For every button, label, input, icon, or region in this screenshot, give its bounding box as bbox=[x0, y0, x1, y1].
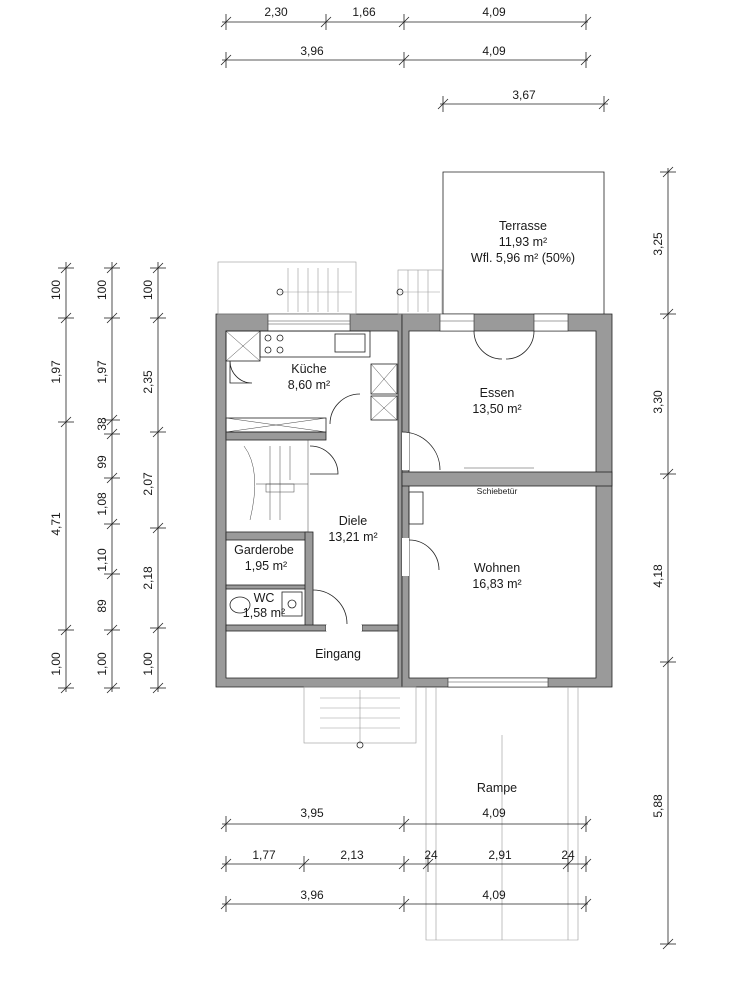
wohnen-cabinet bbox=[408, 491, 424, 525]
dim-left3-b: 2,35 bbox=[141, 370, 155, 394]
dim-left1-a: 100 bbox=[49, 280, 63, 300]
dim-top1-a: 2,30 bbox=[264, 5, 288, 19]
wohnen-area: 16,83 m² bbox=[472, 577, 521, 591]
dim-bottom1-b: 4,09 bbox=[482, 806, 506, 820]
dim-bottom2-c: 24 bbox=[424, 848, 438, 862]
wc-fixtures bbox=[229, 591, 303, 617]
dim-bottom1-a: 3,95 bbox=[300, 806, 324, 820]
dim-bottom2-a: 1,77 bbox=[252, 848, 276, 862]
dim-right-b: 3,30 bbox=[651, 390, 665, 414]
dim-bottom2-e: 24 bbox=[561, 848, 575, 862]
dim-bottom3-b: 4,09 bbox=[482, 888, 506, 902]
terrasse-name: Terrasse bbox=[499, 219, 547, 233]
essen-name: Essen bbox=[480, 386, 515, 400]
diele-area: 13,21 m² bbox=[328, 530, 377, 544]
room-labels: Terrasse 11,93 m² Wfl. 5,96 m² (50%) Küc… bbox=[234, 219, 575, 795]
windows bbox=[267, 313, 569, 688]
dim-top2-a: 3,96 bbox=[300, 44, 324, 58]
dim-right-a: 3,25 bbox=[651, 232, 665, 256]
dim-top1-c: 4,09 bbox=[482, 5, 506, 19]
dim-left2-h: 1,00 bbox=[95, 652, 109, 676]
schiebetuer-label: Schiebetür bbox=[477, 486, 518, 496]
dim-left2-d: 99 bbox=[95, 455, 109, 469]
terrasse-area: 11,93 m² bbox=[499, 235, 547, 249]
essen-area: 13,50 m² bbox=[472, 402, 521, 416]
ramp bbox=[425, 687, 579, 941]
wohnen-name: Wohnen bbox=[474, 561, 520, 575]
kueche-name: Küche bbox=[291, 362, 326, 376]
dim-left2-c: 38 bbox=[95, 417, 109, 431]
kitchen-fixtures bbox=[225, 330, 398, 433]
dim-left1-c: 1,00 bbox=[49, 652, 63, 676]
walls bbox=[215, 313, 613, 688]
garderobe-area: 1,95 m² bbox=[245, 559, 287, 573]
rampe-name: Rampe bbox=[477, 781, 517, 795]
entrance-steps bbox=[303, 686, 417, 749]
dim-top1-b: 1,66 bbox=[352, 5, 376, 19]
dim-left2-b: 1,97 bbox=[95, 360, 109, 384]
eingang-name: Eingang bbox=[315, 647, 361, 661]
dim-bottom2-d: 2,91 bbox=[488, 848, 512, 862]
internal-stair bbox=[225, 439, 309, 533]
wc-name: WC bbox=[254, 591, 275, 605]
dimension-ticks bbox=[58, 14, 676, 950]
dim-left2-e: 1,08 bbox=[95, 492, 109, 516]
dim-bottom2-b: 2,13 bbox=[340, 848, 364, 862]
dim-left2-a: 100 bbox=[95, 280, 109, 300]
terrasse-outline bbox=[217, 171, 605, 315]
dimension-labels: 2,30 1,66 4,09 3,96 4,09 3,67 3,95 4,09 … bbox=[49, 5, 665, 902]
dim-left3-e: 1,00 bbox=[141, 652, 155, 676]
dim-left3-d: 2,18 bbox=[141, 566, 155, 590]
dim-left1-outer: 1,97 bbox=[49, 360, 63, 384]
dim-bottom3-a: 3,96 bbox=[300, 888, 324, 902]
outside-stairs bbox=[276, 268, 440, 312]
doors bbox=[309, 330, 535, 625]
diele-name: Diele bbox=[339, 514, 368, 528]
dim-left2-g: 89 bbox=[95, 599, 109, 613]
dim-left3-c: 2,07 bbox=[141, 472, 155, 496]
dim-right-d: 5,88 bbox=[651, 794, 665, 818]
dim-left1-b: 4,71 bbox=[49, 512, 63, 536]
garderobe-name: Garderobe bbox=[234, 543, 294, 557]
wc-area: 1,58 m² bbox=[243, 606, 285, 620]
dimension-lines bbox=[65, 21, 669, 944]
dim-right-c: 4,18 bbox=[651, 564, 665, 588]
terrasse-wfl: Wfl. 5,96 m² (50%) bbox=[471, 251, 575, 265]
kueche-area: 8,60 m² bbox=[288, 378, 330, 392]
dim-left3-a: 100 bbox=[141, 280, 155, 300]
dim-top3-a: 3,67 bbox=[512, 88, 536, 102]
dim-top2-b: 4,09 bbox=[482, 44, 506, 58]
dim-left2-f: 1,10 bbox=[95, 548, 109, 572]
